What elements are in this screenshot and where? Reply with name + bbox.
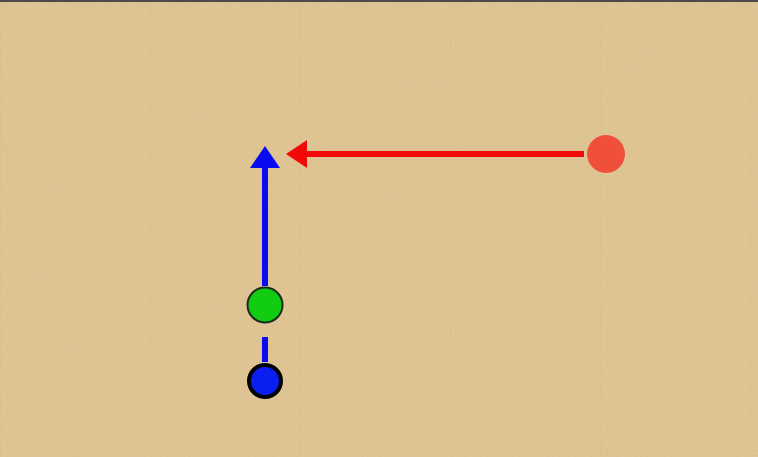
green-token[interactable] — [246, 286, 284, 324]
player-token[interactable] — [247, 363, 283, 399]
player-move-arrow — [250, 146, 280, 362]
target-arrow-head — [286, 140, 307, 168]
top-border — [0, 0, 758, 2]
player-arrow-head — [250, 146, 280, 168]
target-move-arrow — [286, 140, 584, 168]
target-token[interactable] — [587, 135, 625, 173]
